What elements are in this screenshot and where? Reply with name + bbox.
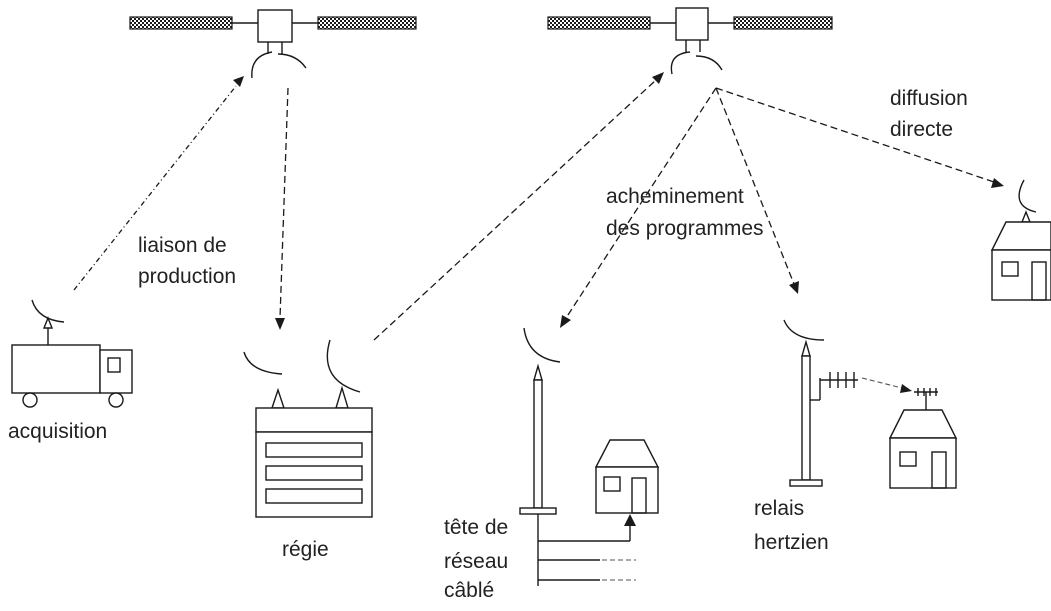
solar-panel-right (733, 16, 833, 30)
satellite-body (675, 7, 709, 41)
headend-dish (523, 327, 561, 363)
truck-wheel (22, 392, 38, 408)
relay-dish (783, 319, 825, 341)
house-dish (990, 179, 1051, 301)
satellite-dish (277, 53, 307, 69)
satellite-left (129, 9, 417, 79)
regie-building (243, 339, 373, 518)
label-diffusion-line1: diffusion (890, 87, 968, 110)
label-diffusion-line2: directe (890, 118, 954, 141)
satellite-right (547, 7, 833, 75)
label-relais-line2: hertzien (754, 531, 829, 554)
acquisition-truck (11, 299, 133, 408)
satellite-dish (670, 51, 691, 75)
truck-wheel (108, 392, 124, 408)
house-dish-icon (1018, 179, 1037, 213)
uplink-arrow-acquisition (73, 76, 244, 291)
downlink-arrow-regie (275, 87, 289, 330)
solar-panel-left (547, 16, 651, 30)
label-acheminement-line2: des programmes (606, 217, 764, 240)
label-acheminement-line1: acheminement (606, 185, 744, 208)
label-relais-line1: relais (754, 497, 805, 520)
regie-dish (243, 351, 283, 375)
label-acquisition: acquisition (8, 420, 108, 443)
truck-dish (31, 299, 65, 323)
satellite-dish (251, 51, 273, 79)
label-regie: régie (282, 538, 329, 561)
label-tete-line2: réseau (444, 550, 509, 573)
uplink-arrow-regie (373, 72, 664, 341)
relay-arrow (861, 377, 912, 393)
solar-panel-right (317, 16, 417, 30)
label-liaison-line1: liaison de (138, 234, 227, 257)
satellite-dish (695, 55, 723, 71)
label-liaison-line2: production (138, 265, 237, 288)
house-antenna (888, 388, 958, 489)
satellite-body (257, 9, 293, 43)
house-cable (594, 439, 660, 514)
label-tete-line1: tête de (444, 516, 509, 539)
downlink-arrows-distribution (560, 87, 1004, 328)
cable-headend (519, 327, 636, 586)
solar-panel-left (129, 16, 233, 30)
regie-dish (326, 339, 361, 393)
label-tete-line3: câblé (444, 579, 495, 602)
hertzian-relay (783, 319, 858, 487)
